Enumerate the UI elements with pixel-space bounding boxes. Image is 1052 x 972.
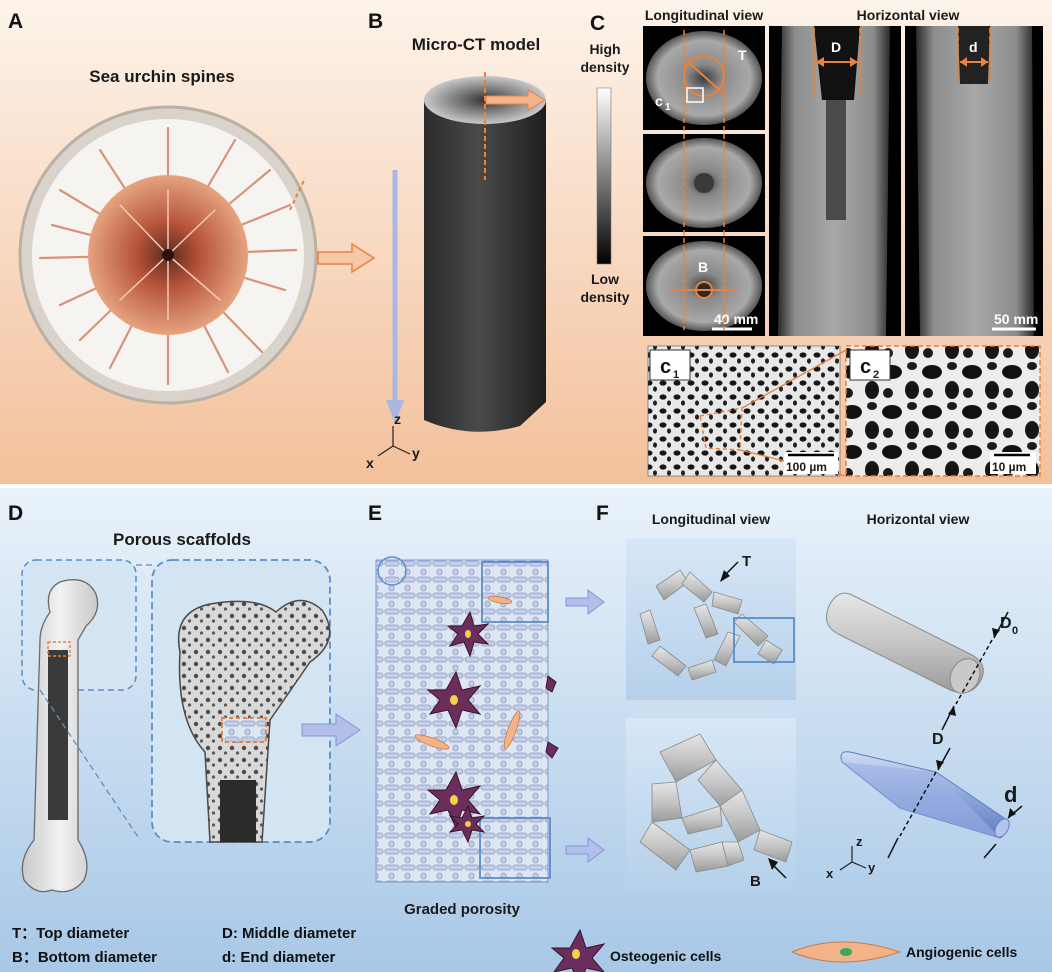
- panel-b-letter: B: [368, 10, 383, 33]
- c1-tag-sub: 1: [673, 369, 679, 381]
- label-d-small-f: d: [1004, 782, 1017, 807]
- label-d-lower: d: [969, 39, 978, 55]
- c1-tag: c: [660, 356, 671, 378]
- label-t-ct: T: [738, 47, 747, 63]
- label-c1-sub: 1: [665, 102, 671, 113]
- panel-d-title: Porous scaffolds: [113, 530, 251, 549]
- panel-d: D Porous scaffolds: [8, 502, 361, 893]
- axis-x-b: x: [366, 455, 374, 471]
- panel-c-horizontal-title: Horizontal view: [857, 7, 960, 23]
- panel-d-letter: D: [8, 502, 23, 525]
- legend-top-diameter: T：Top diameter: [12, 925, 129, 942]
- panel-e-letter: E: [368, 502, 382, 525]
- panel-b-title: Micro-CT model: [412, 35, 540, 54]
- c2-tag-sub: 2: [873, 369, 879, 381]
- label-d0: D: [1000, 615, 1012, 632]
- panel-f: F Longitudinal view Horizontal view T B: [596, 502, 1023, 892]
- c2-scale: 10 µm: [992, 460, 1026, 474]
- panel-f-letter: F: [596, 502, 609, 525]
- label-b-f: B: [750, 873, 761, 890]
- legend-end-diameter: d: End diameter: [222, 949, 336, 966]
- panel-a-letter: A: [8, 10, 23, 33]
- colorbar-low-line1: Low: [591, 271, 619, 287]
- panel-a: A Sea urchin spines: [8, 10, 376, 405]
- legend-osteogenic: Osteogenic cells: [610, 948, 721, 964]
- legend: T：Top diameter B：Bottom diameter D: Midd…: [12, 925, 1017, 972]
- panel-a-title: Sea urchin spines: [89, 67, 235, 86]
- c1-scale: 100 µm: [786, 460, 827, 474]
- uniform-rod: D 0: [825, 592, 1018, 731]
- arrow-d-to-e: [301, 713, 361, 747]
- axes-f: [839, 846, 867, 871]
- legend-angiogenic: Angiogenic cells: [906, 944, 1017, 960]
- legend-middle-diameter: D: Middle diameter: [222, 925, 356, 942]
- scaffold-mesh: [375, 559, 549, 883]
- panel-e-caption: Graded porosity: [404, 901, 521, 918]
- label-b-ct: B: [698, 259, 708, 275]
- panel-b: B Micro-CT model z y x: [366, 10, 546, 471]
- label-t-f: T: [742, 553, 751, 570]
- label-c1-ct: c: [655, 93, 663, 109]
- panel-e: E Graded porosity: [368, 502, 605, 918]
- label-d-f: D: [932, 731, 944, 748]
- label-d-upper: D: [831, 39, 841, 55]
- microct-cylinder: [424, 100, 546, 432]
- colorbar-low-line2: density: [580, 289, 629, 305]
- axis-y-f: y: [868, 860, 876, 875]
- colorbar-high-line2: density: [580, 59, 629, 75]
- legend-bottom-diameter: B：Bottom diameter: [12, 949, 157, 966]
- scale-50mm: 50 mm: [994, 311, 1038, 327]
- panel-c-letter: C: [590, 12, 605, 35]
- axis-y-b: y: [412, 445, 420, 461]
- density-colorbar: [596, 87, 612, 265]
- panel-c: C Longitudinal view Horizontal view High…: [580, 7, 1043, 477]
- c2-tag: c: [860, 356, 871, 378]
- diameter-arrow: [485, 89, 546, 111]
- panel-c-longitudinal-title: Longitudinal view: [645, 7, 763, 23]
- axis-z-b: z: [394, 411, 401, 427]
- axis-x-f: x: [826, 866, 834, 881]
- axes-b: [377, 426, 411, 457]
- panel-f-horizontal-title: Horizontal view: [867, 511, 970, 527]
- axis-z-f: z: [856, 834, 863, 849]
- label-d0-sub: 0: [1012, 625, 1018, 637]
- angiogenic-cells-e: [414, 595, 521, 750]
- panel-f-longitudinal-title: Longitudinal view: [652, 511, 770, 527]
- unit-cell-graded: [639, 733, 793, 873]
- arrow-a-to-b: [317, 242, 376, 274]
- graded-rod: D d: [840, 731, 1023, 859]
- colorbar-high-line1: High: [589, 41, 620, 57]
- scale-40mm: 40 mm: [714, 311, 758, 327]
